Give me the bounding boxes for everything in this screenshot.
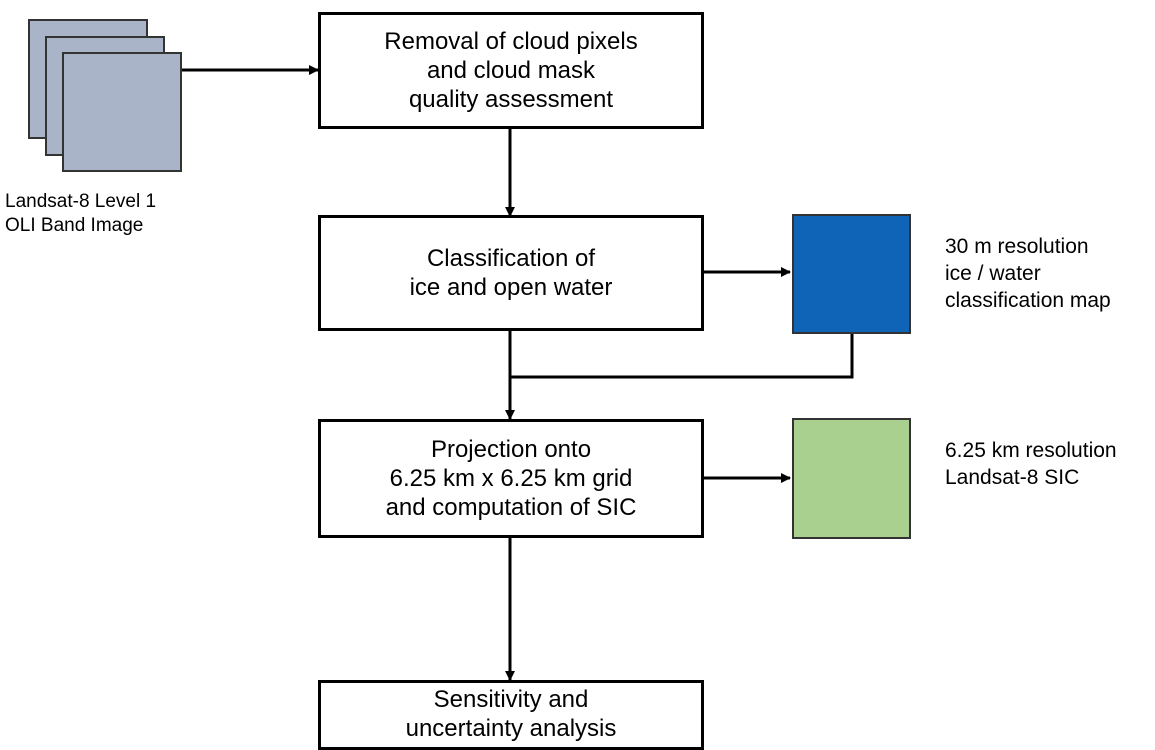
connector-map-to-merge — [510, 334, 854, 379]
step-classification: Classification of ice and open water — [318, 215, 704, 331]
step-projection: Projection onto 6.25 km x 6.25 km grid a… — [318, 419, 704, 538]
sic-label: 6.25 km resolution Landsat-8 SIC — [945, 439, 1117, 489]
step-cloud-removal: Removal of cloud pixels and cloud mask q… — [318, 12, 704, 129]
input-image-label: Landsat-8 Level 1 OLI Band Image — [5, 191, 157, 236]
input-image-layer-front — [62, 52, 182, 172]
step-sensitivity: Sensitivity and uncertainty analysis — [318, 680, 704, 750]
flowchart-connectors — [182, 65, 854, 681]
classification-map-tile — [792, 214, 911, 334]
sic-tile — [792, 418, 911, 539]
classification-map-label: 30 m resolution ice / water classificati… — [945, 235, 1111, 312]
